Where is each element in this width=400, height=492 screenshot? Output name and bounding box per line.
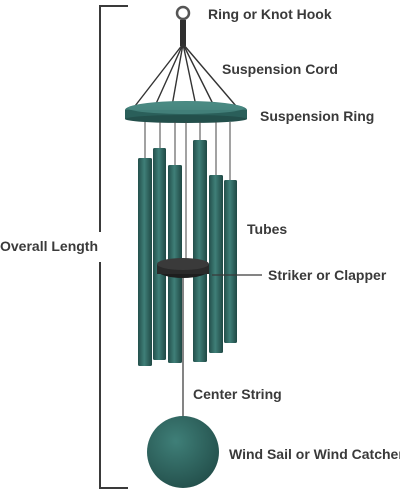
- label-suspension-ring: Suspension Ring: [260, 108, 375, 124]
- label-tubes: Tubes: [247, 221, 288, 237]
- label-suspension-cord: Suspension Cord: [222, 61, 338, 77]
- label-center-string: Center String: [193, 386, 282, 402]
- ring-hook: [175, 5, 191, 21]
- tube: [138, 158, 152, 366]
- tube: [209, 175, 223, 353]
- tube-strings: [144, 122, 231, 262]
- hook-connector: [180, 20, 186, 46]
- label-striker: Striker or Clapper: [268, 267, 387, 283]
- label-wind-sail: Wind Sail or Wind Catcher: [229, 446, 400, 462]
- label-overall-length: Overall Length: [0, 238, 99, 254]
- overall-length-bracket: [99, 5, 128, 489]
- suspension-ring: [125, 101, 247, 123]
- tube: [224, 180, 237, 343]
- striker: [157, 258, 209, 278]
- tube: [153, 148, 166, 360]
- tube: [193, 140, 207, 362]
- tubes: [138, 140, 237, 366]
- wind-sail: [147, 416, 219, 488]
- suspension-cords: [134, 43, 237, 107]
- label-ring-hook: Ring or Knot Hook: [208, 6, 332, 22]
